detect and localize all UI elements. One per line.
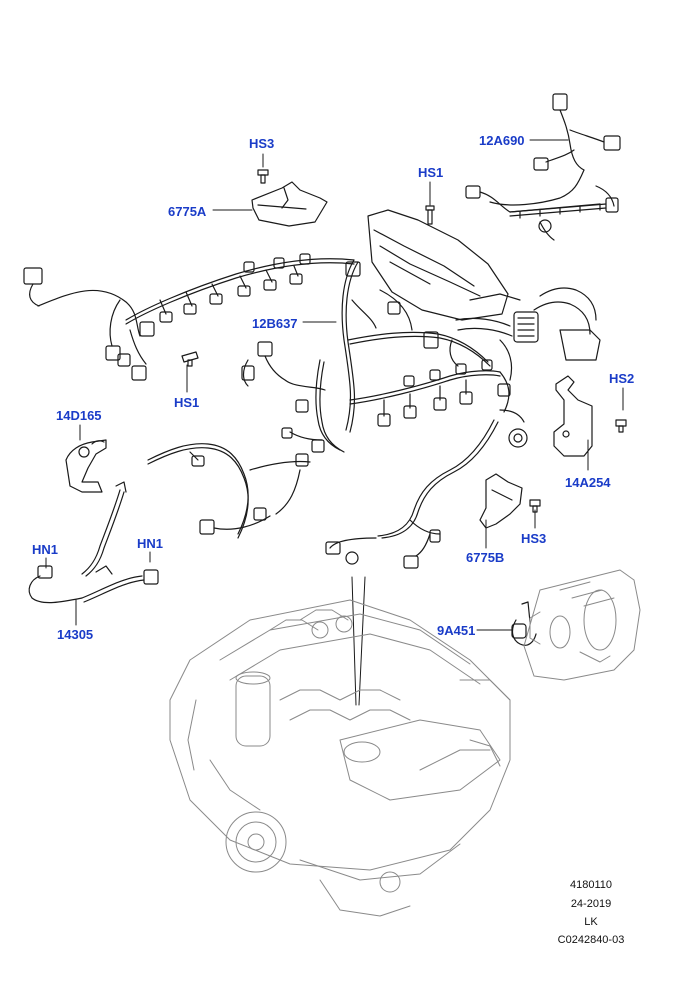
callout-6775a[interactable]: 6775A: [168, 204, 207, 219]
callout-12b637[interactable]: 12B637: [252, 316, 298, 331]
bracket-14a254: [553, 375, 627, 457]
ref-line-3: LK: [584, 916, 598, 928]
harness-12b637: [23, 253, 528, 569]
heat-shield-6775b: [479, 473, 541, 529]
callout-hs3-top[interactable]: HS3: [249, 136, 275, 151]
bracket-14d165: [65, 439, 107, 493]
intake-manifold: [367, 209, 601, 367]
heat-shield-6775a: [251, 169, 328, 227]
callout-hs3-right[interactable]: HS3: [521, 531, 547, 546]
callout-6775b[interactable]: 6775B: [466, 550, 505, 565]
callout-14305[interactable]: 14305: [57, 627, 94, 642]
bolt-hs1-top: [425, 205, 435, 225]
callout-hs1-top[interactable]: HS1: [418, 165, 444, 180]
bolt-hs1-left: [181, 351, 199, 367]
callout-hn1-right[interactable]: HN1: [137, 536, 164, 551]
callout-12a690[interactable]: 12A690: [479, 133, 525, 148]
callout-14d165[interactable]: 14D165: [56, 408, 102, 423]
harness-12a690: [465, 93, 621, 241]
ref-line-2: 24-2019: [570, 898, 612, 910]
callout-9a451[interactable]: 9A451: [437, 623, 476, 638]
callout-hn1-left[interactable]: HN1: [32, 542, 59, 557]
callout-hs1-left[interactable]: HS1: [174, 395, 200, 410]
callout-14a254[interactable]: 14A254: [565, 475, 611, 490]
engine-block: [169, 599, 511, 917]
starter-9a451: [511, 601, 537, 646]
ref-line-1: 4180110: [569, 879, 612, 891]
starter-motor: [523, 569, 641, 681]
ref-line-4: C0242840-03: [557, 934, 625, 946]
harness-14305: [28, 481, 159, 604]
leader-lines: [45, 139, 624, 706]
callout-hs2[interactable]: HS2: [609, 371, 635, 386]
